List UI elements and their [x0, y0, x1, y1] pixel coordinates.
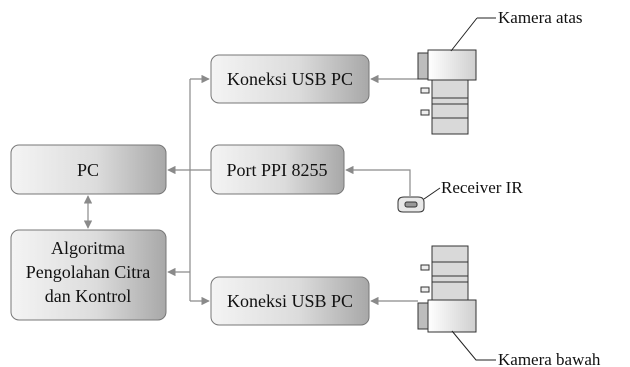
- receiver-ir-icon: [397, 196, 425, 213]
- usb-bottom-label: Koneksi USB PC: [227, 291, 353, 311]
- receiver-to-ppi-arrow: [345, 165, 411, 196]
- algorithm-label-line3: dan Kontrol: [45, 286, 131, 306]
- camera-bottom-icon: [417, 245, 477, 333]
- pc-label: PC: [77, 160, 99, 180]
- usb-bottom-box: Koneksi USB PC: [210, 276, 370, 326]
- camera-top-icon: [417, 49, 477, 135]
- camera-bottom-label: Kamera bawah: [498, 350, 601, 367]
- camera-top-label: Kamera atas: [498, 8, 582, 27]
- receiver-leader: [423, 187, 441, 200]
- usb-top-box: Koneksi USB PC: [210, 54, 370, 104]
- pc-box: PC: [10, 144, 167, 195]
- algorithm-label-line1: Algoritma: [51, 238, 125, 258]
- camera-bottom-leader: [451, 330, 496, 361]
- ppi-label: Port PPI 8255: [226, 160, 327, 180]
- ppi-box: Port PPI 8255: [210, 144, 345, 195]
- camera-top-leader: [450, 17, 478, 52]
- algorithm-label-line2: Pengolahan Citra: [26, 262, 150, 282]
- algorithm-box: Algoritma Pengolahan Citra dan Kontrol: [10, 229, 167, 321]
- receiver-label: Receiver IR: [441, 178, 523, 197]
- usb-top-label: Koneksi USB PC: [227, 69, 353, 89]
